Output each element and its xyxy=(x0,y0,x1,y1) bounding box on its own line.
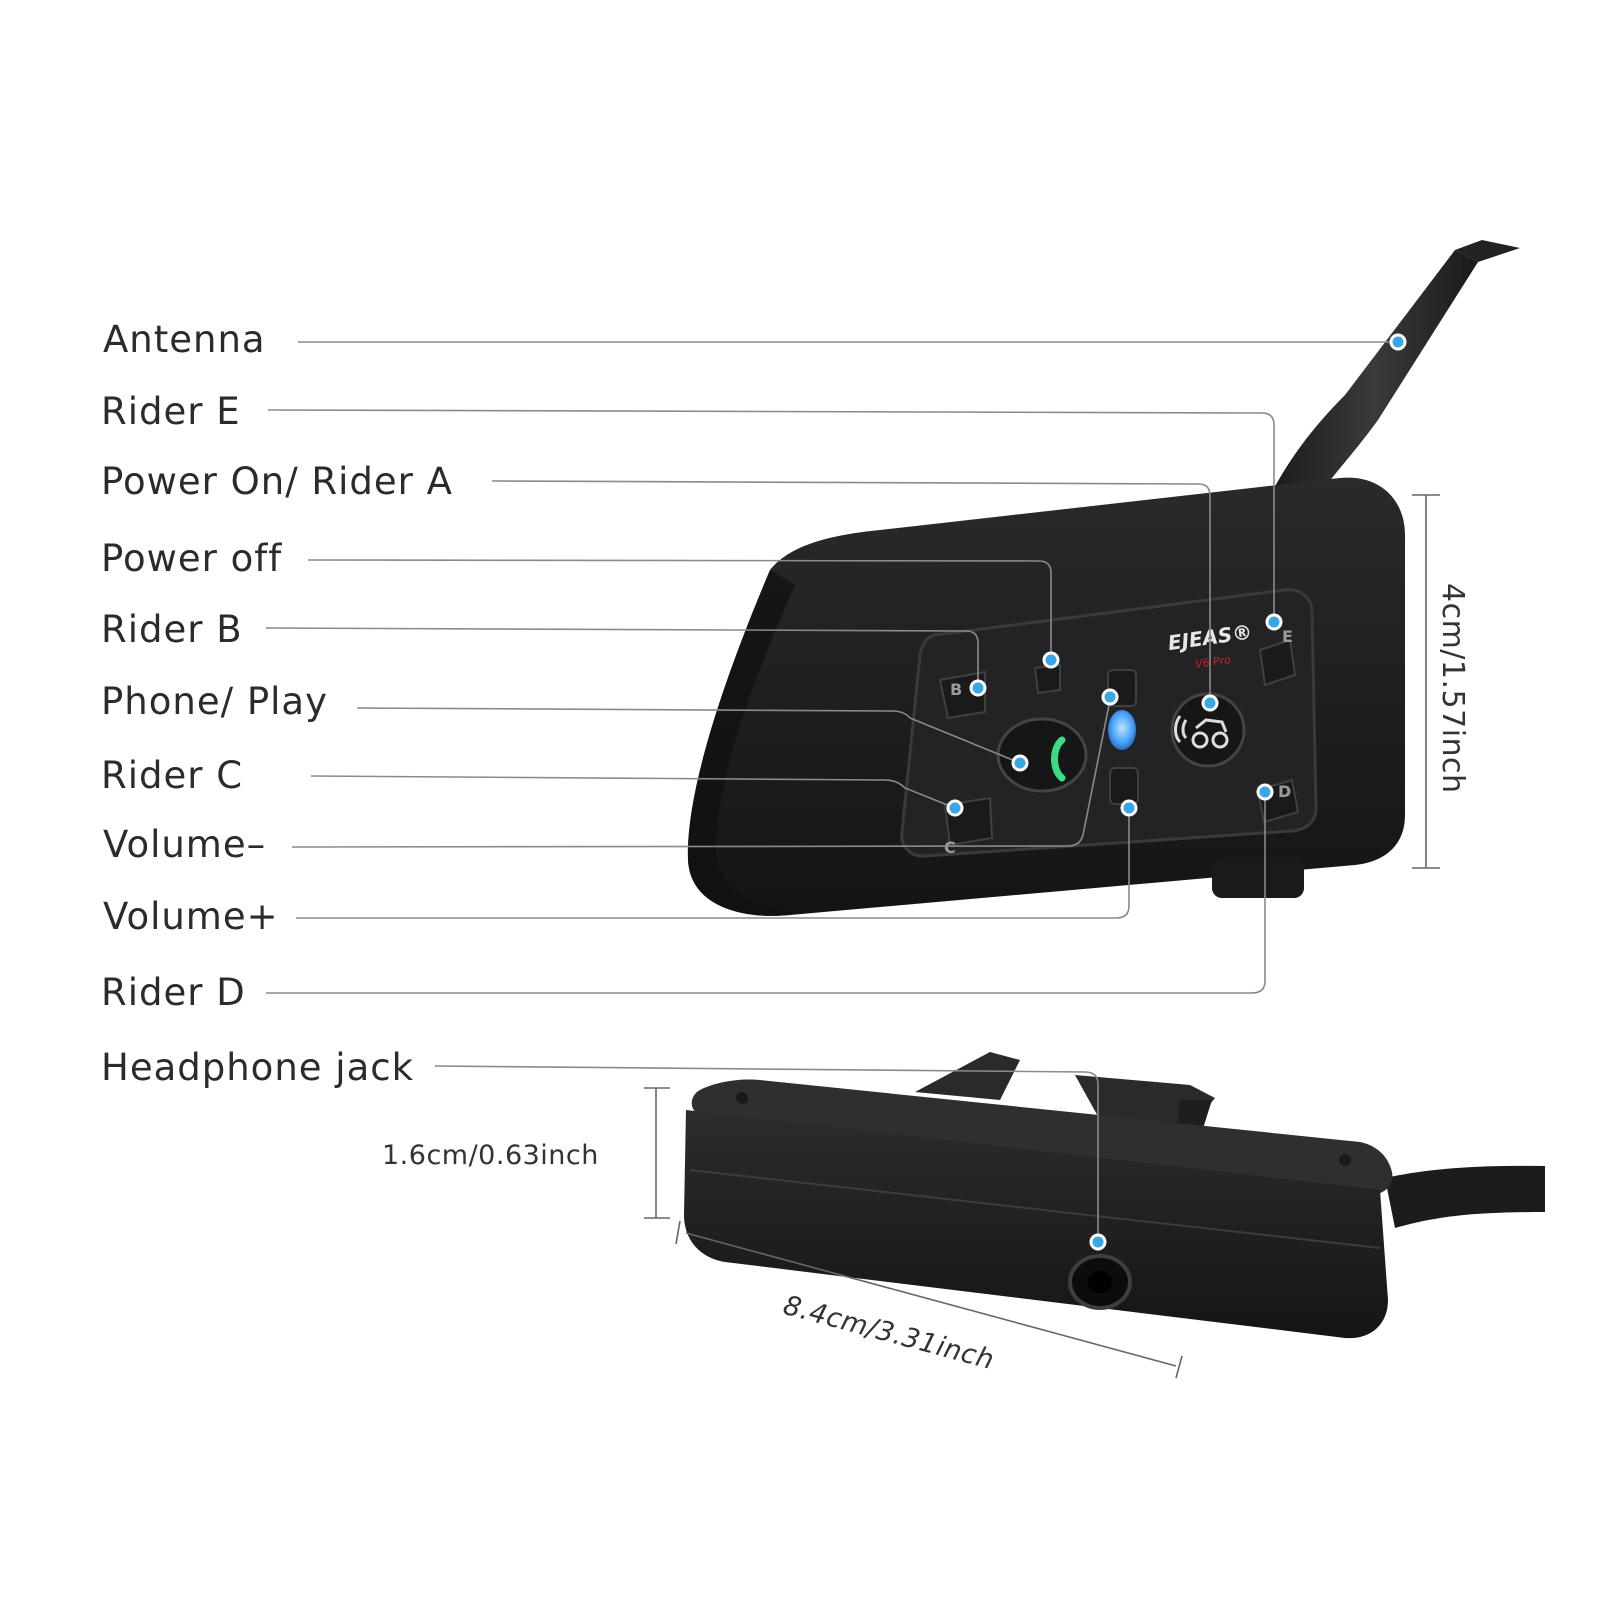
leader-headphone-jack xyxy=(434,1065,1099,1242)
antenna-boom xyxy=(1268,240,1520,505)
leader-rider-b xyxy=(265,627,979,688)
label-headphone-jack: Headphone jack xyxy=(101,1046,415,1089)
label-rider-e: Rider E xyxy=(101,390,241,433)
leader-rider-c xyxy=(310,775,956,809)
leader-power-on xyxy=(491,480,1211,703)
label-power-on-rider-a: Power On/ Rider A xyxy=(101,460,453,503)
rider-e-button[interactable] xyxy=(1258,638,1297,687)
side-view-unit xyxy=(684,1052,1545,1339)
leader-volume-plus xyxy=(296,810,1130,919)
dot-headphone-jack xyxy=(1089,1233,1107,1251)
dot-rider-e xyxy=(1265,613,1283,631)
leader-power-off xyxy=(307,559,1052,660)
label-rider-b: Rider B xyxy=(101,608,243,651)
volume-plus-button[interactable] xyxy=(1109,767,1139,805)
dot-power-on xyxy=(1201,694,1219,712)
dot-volume-plus xyxy=(1120,799,1138,817)
leader-phone-play xyxy=(356,707,1021,764)
label-volume-plus: Volume+ xyxy=(103,895,279,938)
phone-play-button[interactable] xyxy=(996,717,1088,793)
intercom-icon xyxy=(1174,715,1229,749)
dot-power-off xyxy=(1042,651,1060,669)
button-letter-b: B xyxy=(950,680,962,699)
callout-dots xyxy=(946,333,1407,1251)
leader-rider-d xyxy=(266,792,1266,994)
leader-lines xyxy=(265,341,1398,1242)
label-power-off: Power off xyxy=(101,537,283,580)
label-phone-play: Phone/ Play xyxy=(101,680,329,723)
dot-rider-c xyxy=(946,799,964,817)
leader-volume-minus xyxy=(291,699,1111,848)
dot-rider-b xyxy=(969,679,987,697)
dimension-lines xyxy=(644,494,1440,1379)
dot-rider-d xyxy=(1256,783,1274,801)
control-unit: EJEAS® V6 Pro B C D E xyxy=(687,477,1405,916)
label-volume-minus: Volume– xyxy=(103,823,267,866)
dimension-thickness: 1.6cm/0.63inch xyxy=(382,1140,599,1171)
headphone-jack-port xyxy=(1068,1254,1132,1310)
dot-phone-play xyxy=(1011,754,1029,772)
label-rider-d: Rider D xyxy=(101,971,246,1014)
button-letter-e: E xyxy=(1282,627,1293,646)
button-letter-d: D xyxy=(1278,782,1291,801)
leader-rider-e xyxy=(267,409,1275,622)
dot-antenna xyxy=(1389,333,1407,351)
device-model: V6 Pro xyxy=(1194,653,1232,671)
label-antenna: Antenna xyxy=(103,318,266,361)
status-led xyxy=(1108,710,1136,750)
dot-volume-minus xyxy=(1101,688,1119,706)
button-letter-c: C xyxy=(944,838,956,857)
power-rider-a-button[interactable] xyxy=(1170,692,1246,768)
power-off-button[interactable] xyxy=(1033,663,1061,695)
dimension-height: 4cm/1.57inch xyxy=(1435,583,1470,794)
label-rider-c: Rider C xyxy=(101,754,244,797)
